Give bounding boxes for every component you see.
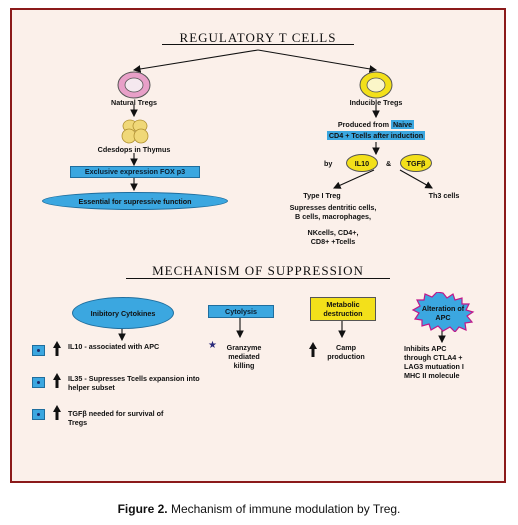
tgfb-label: TGFβ [406, 158, 426, 168]
and-label: & [386, 159, 392, 168]
inhibitory-cytokines-ellipse: Inibitory Cytokines [72, 297, 174, 329]
il10-oval: IL10 [346, 154, 378, 172]
figure-caption-text: Mechanism of immune modulation by Treg. [170, 502, 401, 516]
connector-arrows [53, 49, 446, 420]
cytokine-item-tgfb: TGFβ needed for survival of Tregs [68, 409, 164, 427]
after-induction-highlight: CD4 + Tcells after induction [326, 131, 426, 140]
granzyme-text: Granzyme mediated killing [226, 343, 262, 370]
essential-label: Essential for supressive function [78, 196, 192, 206]
bullet-square-icon [32, 409, 45, 420]
natural-treg-cell-icon [117, 71, 151, 99]
apc-text-line-4: MHC II molecule [404, 371, 460, 380]
cytokine-item-il10: IL10 - associated with APC [68, 342, 160, 351]
bullet-square-icon [32, 345, 45, 356]
apc-text-line-1: Inhibits APC [404, 344, 447, 353]
suppresses-line-2: B cells, macrophages, [295, 212, 371, 221]
foxp3-box: Exclusive expression FOX p3 [70, 166, 200, 178]
cytokine-item-il35: IL35 - Supresses Tcells expansion into h… [68, 374, 200, 392]
il10-label: IL10 [354, 158, 370, 168]
type1-treg-label: Type I Treg [303, 191, 341, 200]
by-label: by [324, 159, 333, 168]
alteration-apc-badge [411, 292, 475, 332]
produced-from-line: Produced from Naive [300, 120, 452, 129]
figure-caption: Figure 2. Mechanism of immune modulation… [0, 502, 518, 516]
naive-highlight: Naive [390, 120, 415, 129]
cytolysis-box: Cytolysis [208, 305, 274, 318]
star-icon: ★ [208, 340, 217, 351]
alteration-apc-label: Alteration of APC [421, 304, 465, 322]
inducible-treg-cell-icon [359, 71, 393, 99]
metabolic-destruction-label: Metabolic destruction [323, 300, 363, 318]
thymus-icon [121, 119, 149, 144]
produced-from-text: Produced from [337, 120, 391, 129]
essential-ellipse: Essential for supressive function [42, 192, 228, 210]
suppresses-line-1: Supresses dentritic cells, [289, 203, 377, 212]
bullet-square-icon [32, 377, 45, 388]
diagram-frame: REGULATORY T CELLS [10, 8, 506, 483]
inducible-tregs-label: Inducible Tregs [349, 98, 403, 107]
th3-cells-label: Th3 cells [428, 191, 460, 200]
natural-tregs-label: Natural Tregs [111, 98, 157, 107]
camp-production-text: Camp production [327, 343, 365, 361]
apc-text-line-3: LAG3 mutuation I [404, 362, 464, 371]
mechanism-title-underline [126, 278, 390, 279]
title-underline [162, 44, 354, 45]
after-induction-line: CD4 + Tcells after induction [312, 131, 440, 140]
inhibitory-cytokines-label: Inibitory Cytokines [90, 308, 156, 318]
diagram-title: REGULATORY T CELLS [179, 30, 337, 45]
metabolic-destruction-box: Metabolic destruction [310, 297, 376, 321]
tgfb-oval: TGFβ [400, 154, 432, 172]
figure-label: Figure 2. [117, 502, 168, 516]
apc-text-line-2: through CTLA4 + [404, 353, 463, 362]
thymus-label: Cdesdops in Thymus [97, 145, 171, 154]
nk-cells-line-1: NKcells, CD4+, [307, 228, 359, 237]
nk-cells-line-2: CD8+ +Tcells [310, 237, 356, 246]
mechanism-title: MECHANISM OF SUPPRESSION [152, 263, 364, 278]
